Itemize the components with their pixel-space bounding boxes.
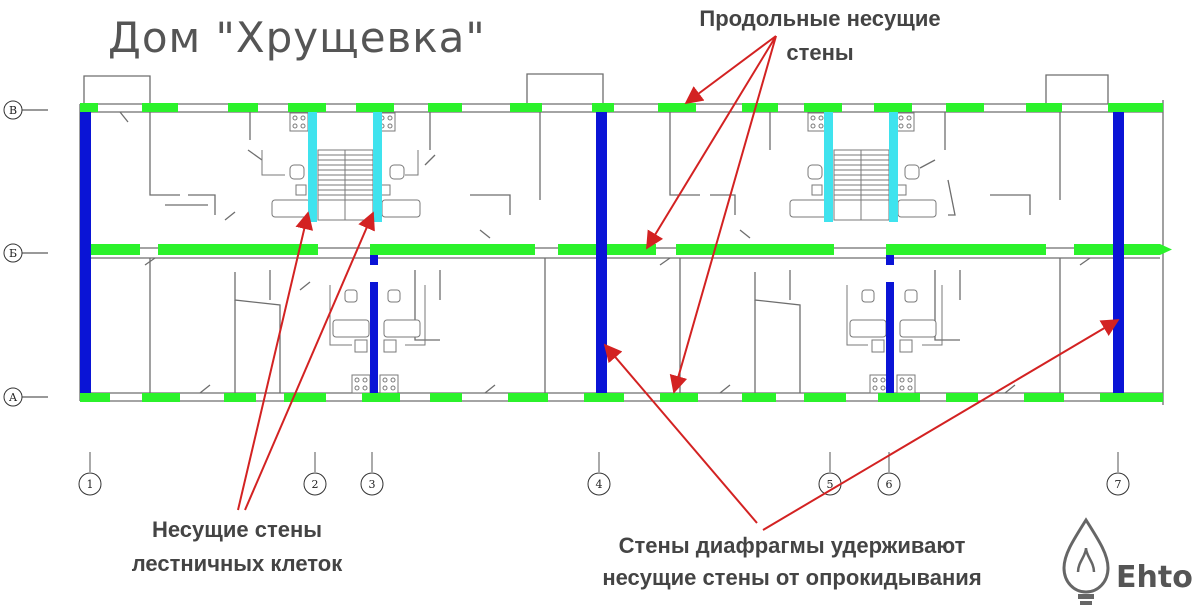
label-line: несущие стены от опрокидывания [602, 565, 981, 590]
wall-segment [362, 393, 400, 402]
stair-wall-lower-axis-3 [370, 255, 378, 265]
row-axis-b: Б [3, 243, 48, 263]
stairwell-walls [308, 112, 898, 222]
diaphragm-wall-axis-4 [596, 112, 607, 393]
wall-segment [886, 244, 1046, 255]
column-axis-label: 4 [596, 478, 603, 491]
wall-segment [592, 103, 614, 112]
wall-segment [142, 103, 178, 112]
stair-wall-axis-3 [373, 112, 382, 222]
arrow-to-stair-wall-3 [244, 211, 375, 511]
column-axis-label: 3 [369, 478, 376, 491]
longitudinal-walls-row-v [80, 103, 1163, 112]
label-line: лестничных клеток [132, 551, 343, 576]
label-line: стены [786, 40, 853, 65]
wall-segment [224, 393, 256, 402]
wall-segment [228, 103, 258, 112]
wall-segment [288, 103, 326, 112]
stairwell-right [833, 149, 890, 221]
wall-segment [874, 103, 912, 112]
wall-segment [284, 393, 326, 402]
stair-wall-axis-5 [824, 112, 833, 222]
column-axis-label: 6 [886, 478, 893, 491]
column-axis-7: 7 [1106, 452, 1130, 496]
diagram-title: Дом "Хрущевка" [108, 13, 486, 62]
label-stairwell-walls: Несущие стены лестничных клеток [132, 517, 343, 576]
stair-wall-axis-6 [889, 112, 898, 222]
wall-segment [946, 393, 978, 402]
wall-segment [90, 244, 140, 255]
arrow-to-wall-v [684, 35, 777, 105]
longitudinal-walls-row-a [80, 393, 1163, 402]
wall-segment [742, 393, 776, 402]
stair-wall-lower-axis-6 [886, 255, 894, 265]
arrow-to-stair-wall-2 [237, 211, 314, 511]
wall-segment [142, 393, 180, 402]
row-axis-label: А [9, 391, 18, 404]
wall-segment [510, 103, 542, 112]
wall-segment [676, 244, 834, 255]
row-axis-a: А [3, 387, 48, 407]
wall-segment [804, 103, 842, 112]
wall-segment [1024, 393, 1064, 402]
arrow-to-wall-b [646, 35, 777, 250]
arrow-to-diaphragm-4 [603, 343, 758, 524]
logo-text: Ehto [1116, 560, 1193, 595]
building-outline [79, 73, 1164, 405]
wall-segment [80, 393, 110, 402]
stairwell-left [317, 149, 374, 221]
column-axis-3: 3 [360, 452, 384, 496]
arrow-to-wall-a [669, 35, 777, 394]
column-axis-2: 2 [303, 452, 327, 496]
wall-segment [356, 103, 394, 112]
column-axis-label: 2 [312, 478, 319, 491]
wall-segment [158, 244, 318, 255]
annotation-arrows [237, 35, 1120, 531]
column-axis-label: 7 [1115, 478, 1122, 491]
wall-segment [80, 103, 98, 112]
column-axis-label: 1 [87, 478, 94, 491]
column-axis-label: 5 [827, 478, 834, 491]
wall-segment [742, 103, 778, 112]
label-longitudinal-walls: Продольные несущие стены [699, 6, 940, 65]
row-axis-label: В [9, 104, 17, 117]
arrow-to-diaphragm-7 [762, 319, 1120, 531]
wall-segment [660, 393, 698, 402]
stair-wall-axis-2 [308, 112, 317, 222]
wall-segment [878, 393, 920, 402]
lightbulb-drop-icon [1062, 517, 1110, 605]
column-axis-5: 5 [818, 452, 842, 496]
wall-segment [658, 103, 696, 112]
wall-segment [804, 393, 846, 402]
wall-segment [946, 103, 984, 112]
diaphragm-wall-axis-1 [80, 112, 91, 393]
longitudinal-walls-row-b [90, 244, 1172, 255]
ehto-logo: Ehto [1062, 517, 1193, 605]
wall-segment [428, 103, 462, 112]
row-axis-markers: В Б А [3, 100, 48, 407]
column-axis-1: 1 [78, 452, 102, 496]
wall-segment [508, 393, 548, 402]
wall-segment [584, 393, 624, 402]
label-diaphragm-walls: Стены диафрагмы удерживают несущие стены… [602, 533, 981, 590]
wall-segment [370, 244, 535, 255]
stair-wall-lower-axis-3 [370, 282, 378, 393]
diaphragm-wall-axis-7 [1113, 112, 1124, 393]
wall-segment [1108, 103, 1163, 112]
column-axis-4: 4 [587, 452, 611, 496]
label-line: Стены диафрагмы удерживают [619, 533, 966, 558]
row-axis-v: В [3, 100, 48, 120]
diaphragm-walls [80, 112, 1124, 393]
label-line: Несущие стены [152, 517, 322, 542]
column-axis-markers: 1 2 3 4 5 6 7 [78, 452, 1130, 496]
label-line: Продольные несущие [699, 6, 940, 31]
column-axis-6: 6 [877, 452, 901, 496]
stair-wall-lower-axis-6 [886, 282, 894, 393]
wall-segment [1100, 393, 1163, 402]
row-axis-label: Б [9, 247, 17, 260]
wall-segment [1026, 103, 1062, 112]
wall-segment [430, 393, 462, 402]
